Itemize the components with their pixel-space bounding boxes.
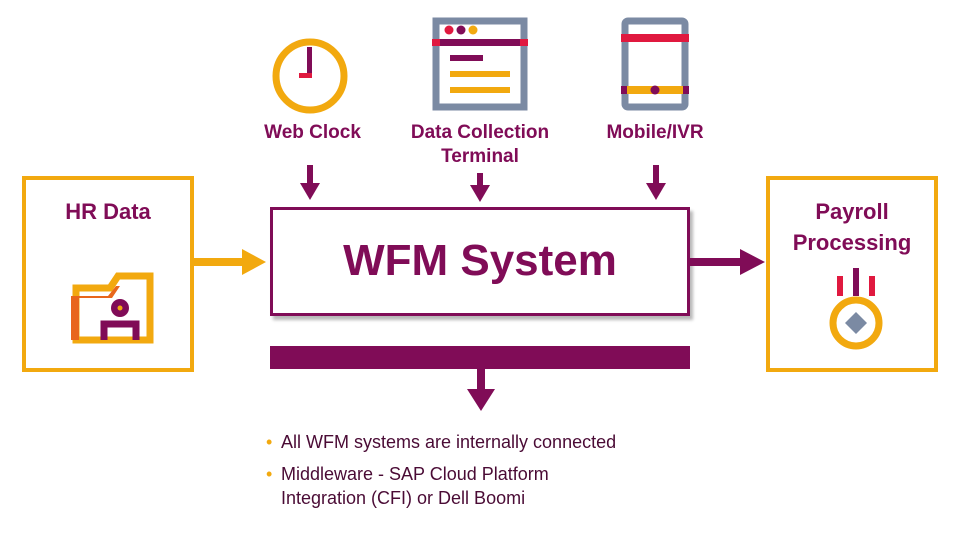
arrow-down-icon [467,369,495,411]
list-item: • All WFM systems are internally connect… [266,430,706,454]
source-label-line: Terminal [441,146,519,167]
terminal-icon [432,17,528,111]
note-text-line: Middleware - SAP Cloud Platform [281,464,549,484]
payroll-title: Payroll Processing [770,196,934,258]
source-label-mobile-ivr: Mobile/IVR [606,122,704,143]
arrow-down-icon [470,173,490,202]
arrow-down-icon [300,165,320,200]
note-text-line: Integration (CFI) or Dell Boomi [281,488,526,508]
payroll-medal-icon [829,268,883,350]
hr-data-box: HR Data [22,176,194,372]
note-text: All WFM systems are internally connected [281,432,617,452]
wfm-system-title: WFM System [343,236,617,285]
integration-bar [270,346,690,369]
source-label-web-clock: Web Clock [264,122,361,143]
bullet-marker: • [266,432,273,452]
source-label-data-collection-terminal: Data Collection Terminal [385,121,575,169]
wfm-system-box: WFM System [270,207,690,316]
mobile-icon [621,17,689,111]
payroll-processing-box: Payroll Processing [766,176,938,372]
list-item: • Middleware - SAP Cloud Platform Integr… [266,462,706,510]
source-label-line: Data Collection [410,122,550,143]
arrow-down-icon [646,165,666,200]
hr-data-title: HR Data [65,199,151,224]
arrow-right-icon [690,249,765,275]
notes-list: • All WFM systems are internally connect… [266,430,706,518]
hr-folder-icon [71,272,154,344]
payroll-title-line: Processing [792,230,912,255]
clock-icon [272,38,348,114]
bullet-marker: • [266,464,273,484]
arrow-right-icon [194,249,266,275]
payroll-title-line: Payroll [815,199,889,224]
